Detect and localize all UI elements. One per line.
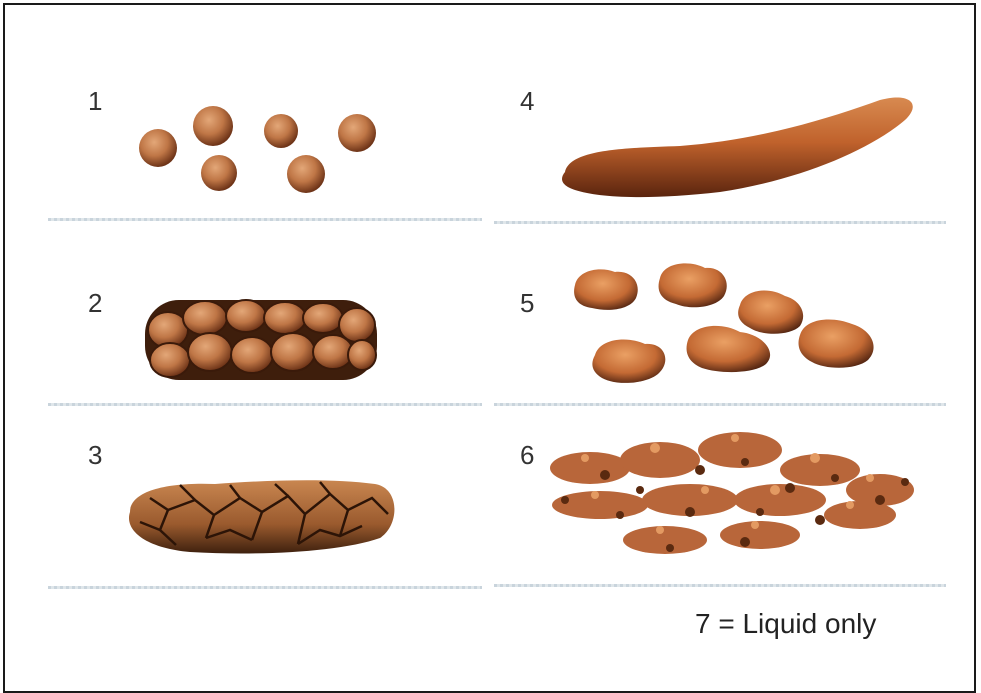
type-3-illustration — [129, 480, 394, 553]
type-5-illustration — [574, 263, 874, 383]
type-4-illustration — [562, 97, 913, 197]
footnote-liquid-only: 7 = Liquid only — [695, 608, 876, 640]
type-2-illustration — [145, 300, 377, 380]
type-6-illustration — [550, 432, 914, 554]
type-1-illustration — [139, 106, 376, 193]
